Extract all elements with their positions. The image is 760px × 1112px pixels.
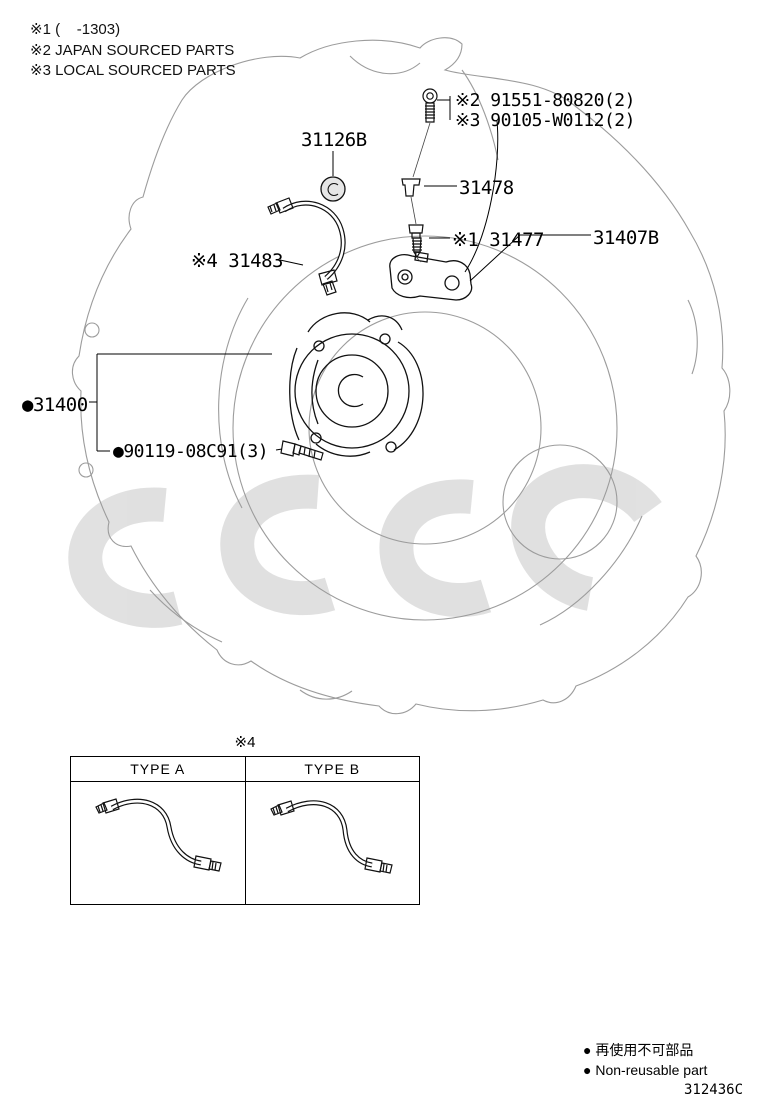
type-table: TYPE A TYPE B	[70, 756, 420, 905]
part-label-90119-08c91: ●90119-08C91(3)	[113, 441, 269, 462]
grommet-31126b	[320, 176, 346, 202]
note-japan-sourced: ※2 JAPAN SOURCED PARTS	[30, 42, 235, 59]
release-cylinder-31400	[289, 312, 424, 457]
part-label-31483: ※4 31483	[191, 250, 284, 272]
legend-non-reusable-jp: ● 再使用不可部品	[583, 1042, 694, 1058]
bolt-91551	[422, 88, 438, 123]
transmission-case-outline	[71, 37, 731, 715]
union-31407b	[389, 251, 473, 301]
type-a-cell	[71, 782, 246, 904]
part-label-31400: ●31400	[22, 394, 88, 416]
watermark-logo	[68, 464, 662, 628]
part-label-31407b: 31407B	[593, 227, 659, 249]
type-a-header: TYPE A	[71, 757, 246, 781]
assembly-axis-lines	[410, 122, 431, 263]
cap-31478	[401, 178, 421, 197]
part-label-31478: 31478	[459, 177, 514, 199]
part-label-31126b: 31126B	[301, 129, 367, 151]
leader-lines	[89, 96, 591, 452]
tube-31483	[267, 197, 346, 296]
type-table-body-row	[71, 782, 419, 904]
legend-non-reusable-en: ● Non-reusable part	[583, 1062, 708, 1078]
figure-code: 312436C	[684, 1082, 744, 1098]
note-local-sourced: ※3 LOCAL SOURCED PARTS	[30, 62, 236, 79]
type-b-cell	[246, 782, 420, 904]
note-1: ※1 ( -1303)	[30, 21, 121, 38]
type-b-tube	[270, 800, 393, 874]
type-table-title: ※4	[234, 734, 256, 751]
type-a-tube	[95, 798, 222, 872]
part-label-31477: ※1 31477	[452, 229, 545, 251]
type-table-header-row: TYPE A TYPE B	[71, 757, 419, 782]
part-label-90105-w0112: ※3 90105-W0112(2)	[455, 110, 635, 131]
type-b-header: TYPE B	[304, 761, 361, 777]
part-label-91551-80820: ※2 91551-80820(2)	[455, 90, 635, 111]
